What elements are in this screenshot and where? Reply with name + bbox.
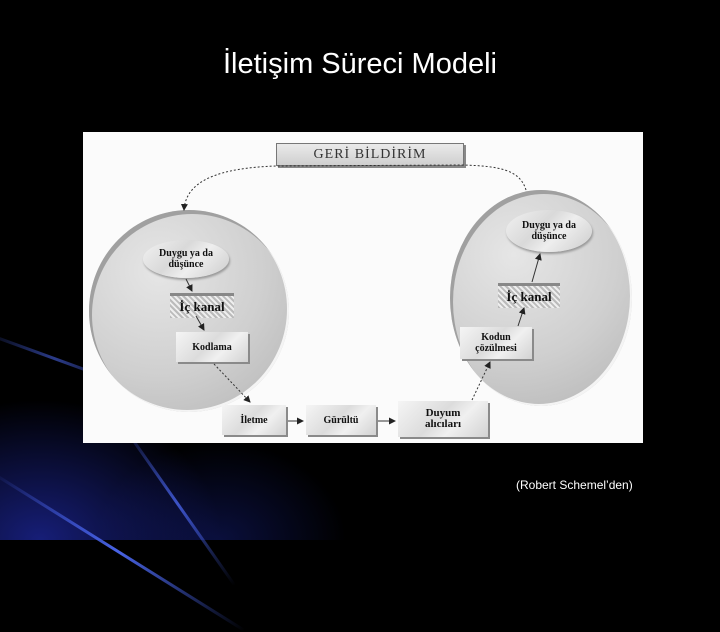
decoding-label: Kodun çözülmesi [475,332,517,354]
receiver-channel-label: İç kanal [506,289,552,304]
receiver-thought-label: Duygu ya da düşünce [522,220,576,242]
noise-label: Gürültü [323,414,359,426]
arrow-encoding-to-transmit [213,363,251,403]
source-citation: (Robert Schemel’den) [516,478,633,492]
arrow-thought-to-channel [185,278,193,292]
sender-channel-label: İç kanal [179,299,225,314]
sender-thought: Duygu ya da düşünce [143,240,229,278]
feedback-arrow [180,164,527,211]
sender-internal-channel: İç kanal [170,293,234,318]
receptors-label: Duyum alıcıları [424,407,462,430]
noise-box: Gürültü [306,405,376,435]
transmit-box: İletme [222,405,286,435]
arrow-receptors-to-decoding [471,361,491,401]
arrow-channel-to-thought [531,253,542,283]
receptors-box: Duyum alıcıları [398,401,488,437]
receiver-internal-channel: İç kanal [498,283,560,308]
receiver-thought: Duygu ya da düşünce [506,210,592,252]
slide-title: İletişim Süreci Modeli [223,48,497,80]
encoding-label: Kodlama [192,341,232,353]
diagram-arrows [180,164,542,425]
arrow-decoding-to-channel [517,307,526,327]
transmit-label: İletme [240,414,268,426]
decoding-box: Kodun çözülmesi [460,327,532,359]
sender-thought-label: Duygu ya da düşünce [159,248,213,270]
encoding-box: Kodlama [176,332,248,362]
arrow-channel-to-encoding [195,315,205,331]
